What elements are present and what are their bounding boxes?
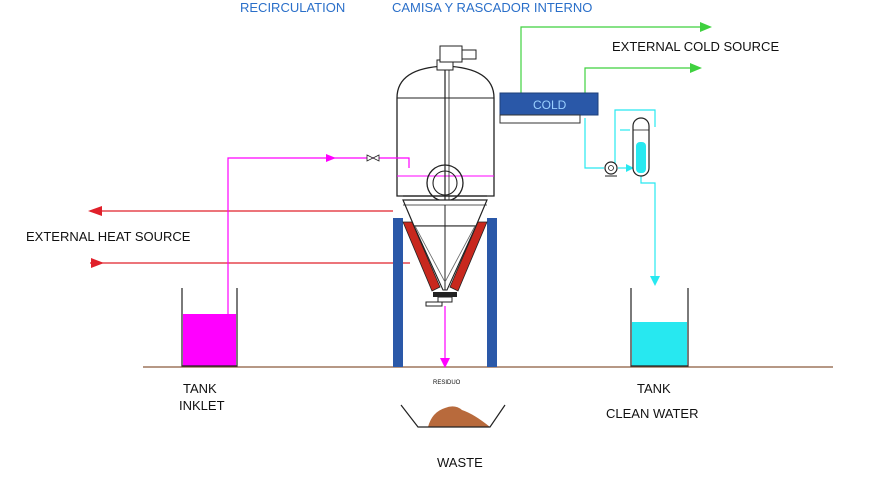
pump-outlet-arrow xyxy=(626,164,634,172)
tank-clean-label-1: TANK xyxy=(637,381,671,396)
pump-icon xyxy=(604,161,618,177)
outlet-valve xyxy=(437,296,453,303)
external-cold-source-label: EXTERNAL COLD SOURCE xyxy=(612,39,779,54)
scraper-arm-left xyxy=(414,225,446,283)
header-recirculation: RECIRCULATION xyxy=(240,0,345,15)
tank-clean-label-2: CLEAN WATER xyxy=(606,406,698,421)
left-leg xyxy=(393,218,403,367)
inklet-liquid xyxy=(183,314,236,366)
feed-arrow xyxy=(326,154,336,162)
clean-water-lines xyxy=(584,109,656,278)
heat-source-lines xyxy=(90,210,410,264)
heat-out-arrow xyxy=(88,206,102,216)
feed-line xyxy=(227,157,410,314)
clean-water-arrow xyxy=(650,276,660,286)
outlet-handle xyxy=(425,301,443,307)
motor-housing xyxy=(439,45,463,63)
cold-label: COLD xyxy=(533,98,567,112)
tank-inklet xyxy=(181,288,238,367)
cold-arrow-bottom xyxy=(690,63,702,73)
cold-arrow-top xyxy=(700,22,712,32)
tank-inklet-label-1: TANK xyxy=(183,381,217,396)
cold-source-lines xyxy=(520,26,705,93)
waste-tray xyxy=(400,404,506,428)
outlet-flange xyxy=(433,292,457,297)
cold-jacket-lip xyxy=(499,114,581,124)
heat-in-arrow xyxy=(91,258,104,268)
condenser-icon xyxy=(632,117,650,177)
tank-inklet-label-2: INKLET xyxy=(179,398,225,413)
waste-pile xyxy=(428,406,490,427)
residuo-label: RESIDUO xyxy=(433,380,461,386)
jacket-left xyxy=(402,221,441,292)
header-camisa: CAMISA Y RASCADOR INTERNO xyxy=(392,0,592,15)
waste-label: WASTE xyxy=(437,455,483,470)
feed-valve-icon xyxy=(366,154,380,162)
motor-connector xyxy=(461,49,477,60)
jacket-right xyxy=(449,221,488,292)
manway-inner xyxy=(432,170,458,196)
tank-clean-water xyxy=(630,288,689,367)
residue-arrow xyxy=(440,358,450,368)
external-heat-source-label: EXTERNAL HEAT SOURCE xyxy=(26,229,191,244)
clean-water-liquid xyxy=(632,322,687,366)
scraper-arm-right xyxy=(444,225,476,283)
right-leg xyxy=(487,218,497,367)
